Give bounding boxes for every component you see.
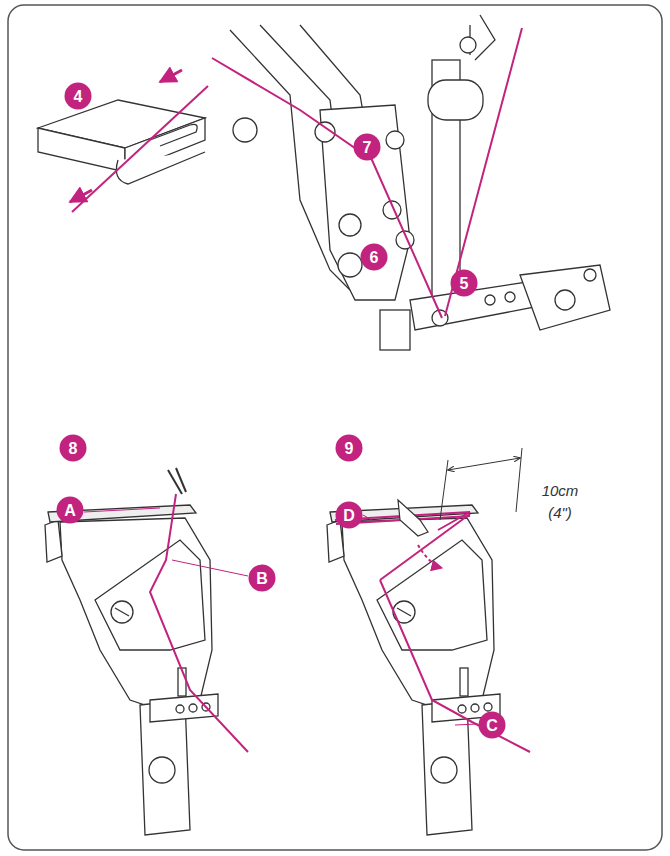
callout-number: 7 xyxy=(354,134,381,161)
dimension-text: (4") xyxy=(546,504,574,521)
callout-letter: C xyxy=(479,712,506,739)
callout-letter: D xyxy=(336,502,363,529)
callout-number: 6 xyxy=(361,244,388,271)
callout-number: 8 xyxy=(60,435,87,462)
callout-number: 5 xyxy=(451,270,478,297)
callout-number: 9 xyxy=(336,435,363,462)
callout-letter: A xyxy=(57,497,84,524)
callout-number: 4 xyxy=(65,83,92,110)
looper xyxy=(45,505,218,835)
frame xyxy=(8,5,662,850)
dimension-text: 10cm xyxy=(540,482,581,499)
callout-letter: B xyxy=(249,565,276,592)
machine-parts xyxy=(230,15,610,350)
